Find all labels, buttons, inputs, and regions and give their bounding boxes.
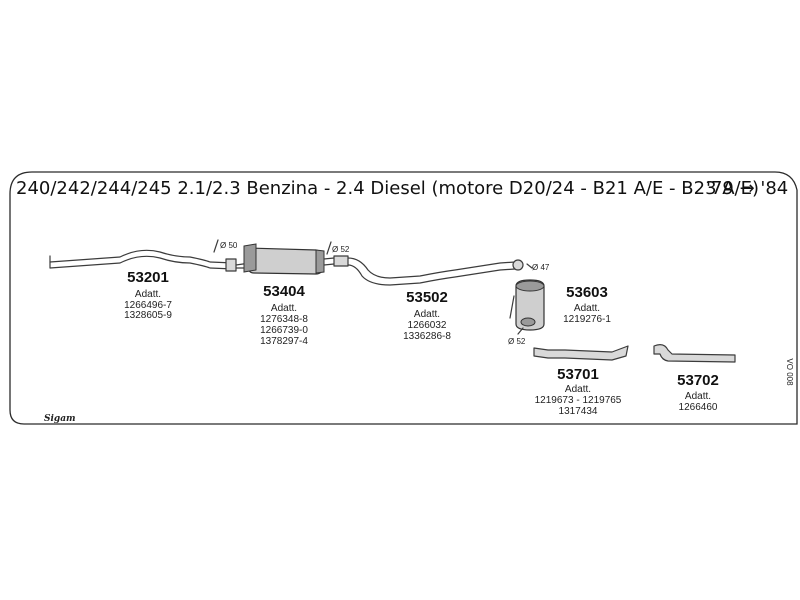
part-label-53701: 53701 Adatt. 1219673 - 1219765 1317434 [535,366,622,417]
part-53404-muffler [235,243,335,275]
diameter-50-leader [213,239,219,253]
diameter-47-leader [526,263,533,269]
part-label-53603: 53603 Adatt. 1219276-1 [563,284,611,325]
part-label-53502: 53502 Adatt. 1266032 1336286-8 [403,289,451,342]
diameter-50-label: Ø 50 [220,241,238,250]
sigam-logo: Sigam [44,414,76,424]
part-ref: 1266739-0 [260,325,308,336]
part-ref: 1336286-8 [403,331,451,342]
part-ref: 1266460 [679,402,718,413]
part-label-53201: 53201 Adatt. 1266496-7 1328605-9 [124,269,172,321]
part-ref: 1219673 - 1219765 [535,395,622,406]
diagram-title: 240/242/244/245 2.1/2.3 Benzina - 2.4 Di… [16,178,759,199]
part-code: 53201 [127,269,169,286]
part-ref: 1266032 [408,320,447,331]
part-adapt: Adatt. [685,391,711,402]
year-range: '79 → '84 [706,178,788,199]
part-ref: 1378297-4 [260,336,308,347]
part-code: 53502 [406,289,448,306]
part-code: 53404 [263,283,305,300]
part-code: 53603 [566,284,608,301]
part-ref: 1266496-7 [124,300,172,311]
part-ref: 1328605-9 [124,310,172,321]
catalog-code: VO 008 [785,358,794,386]
part-code: 53702 [677,372,719,389]
part-ref: 1276348-8 [260,314,308,325]
diameter-47-label: Ø 47 [532,263,550,272]
part-label-53702: 53702 Adatt. 1266460 [677,372,719,413]
part-53702-pipe [653,344,736,363]
part-adapt: Adatt. [414,309,440,320]
part-53603-muffler [509,279,545,331]
diameter-52-label: Ø 52 [332,245,350,254]
diameter-52-leader [326,241,332,255]
part-code: 53701 [557,366,599,383]
part-ref: 1317434 [559,406,598,417]
diameter-52b-leader [517,327,524,335]
part-adapt: Adatt. [135,289,161,300]
part-ref: 1219276-1 [563,314,611,325]
part-53502-pipe [333,255,524,286]
logo-text: Sigam [44,414,76,424]
diameter-52b-label: Ø 52 [508,337,526,346]
part-adapt: Adatt. [565,384,591,395]
part-53701-pipe [533,345,629,361]
part-adapt: Adatt. [574,303,600,314]
part-53201-pipe [49,249,237,272]
part-adapt: Adatt. [271,303,297,314]
part-label-53404: 53404 Adatt. 1276348-8 1266739-0 1378297… [260,283,308,347]
diagram-frame [9,171,798,425]
